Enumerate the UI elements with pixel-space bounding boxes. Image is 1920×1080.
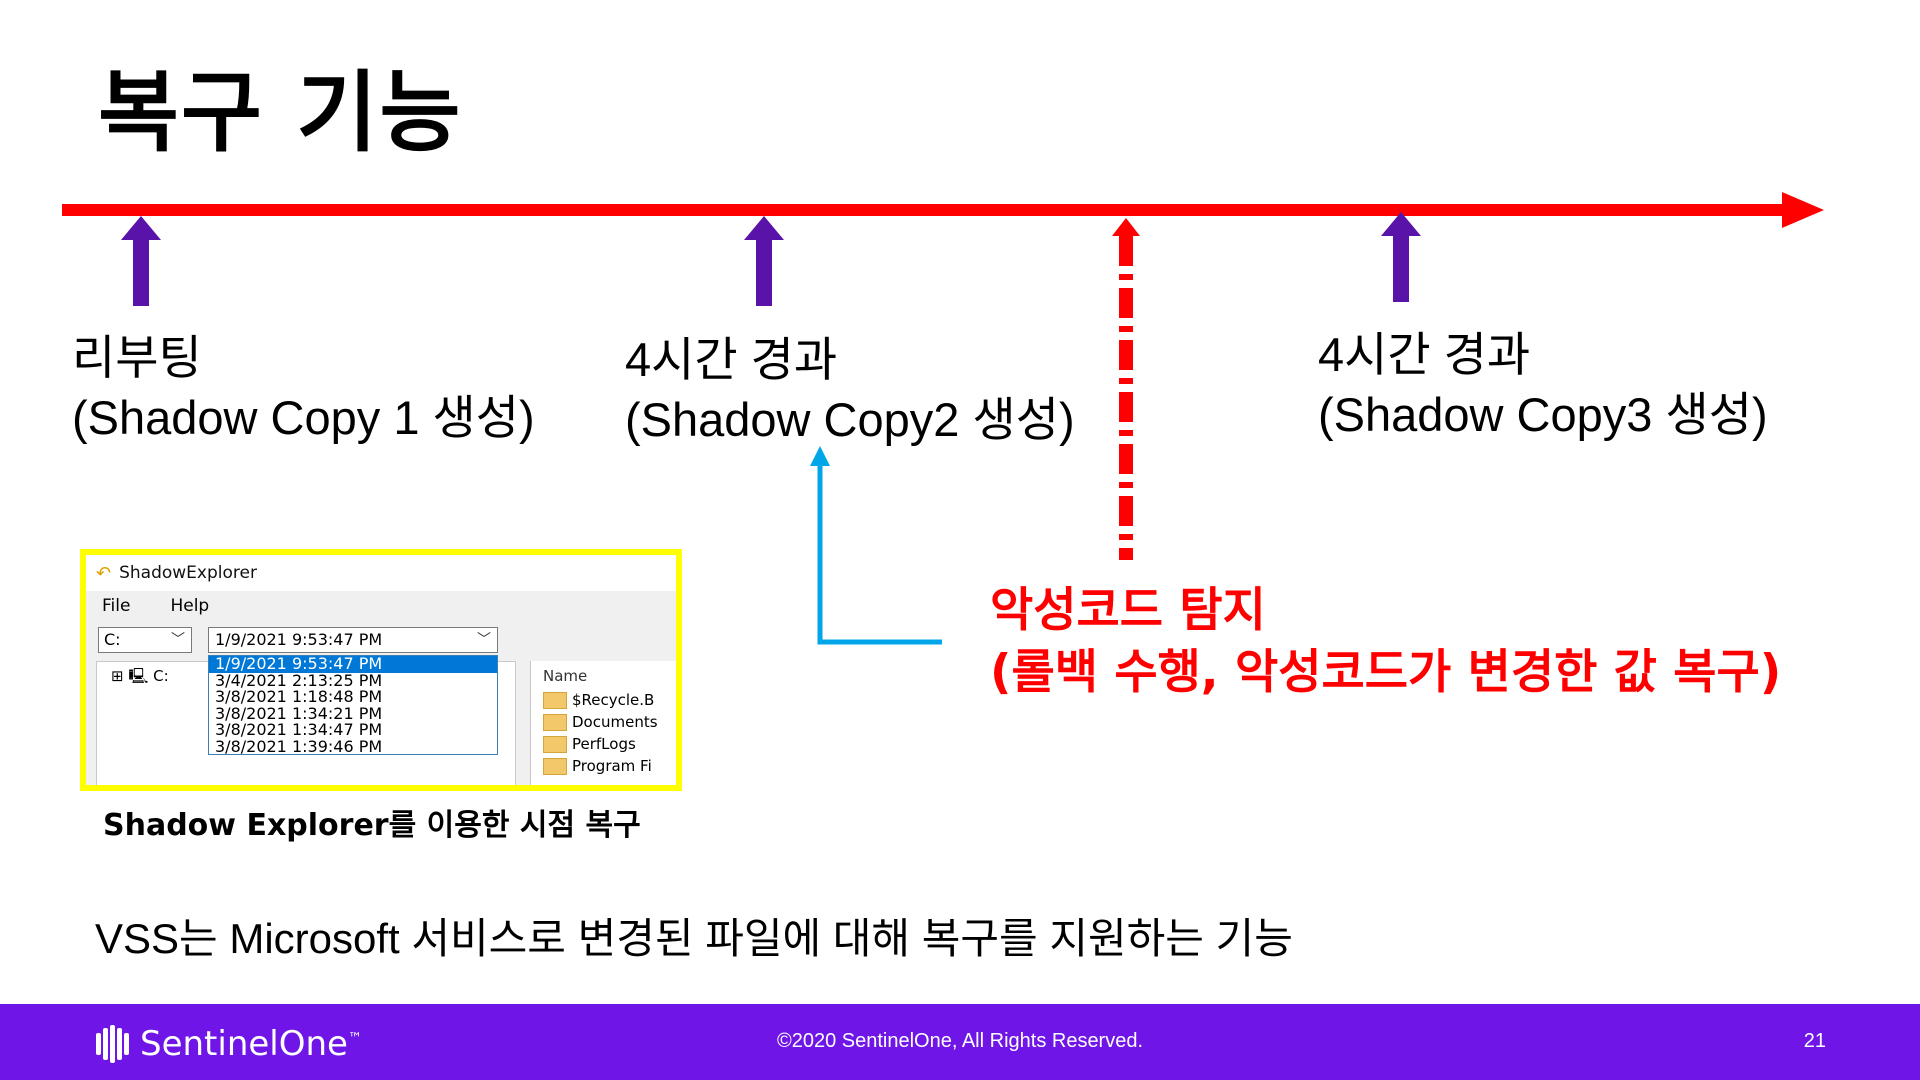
file-row[interactable]: Documents bbox=[543, 711, 676, 733]
snapshot-date-option[interactable]: 3/8/2021 1:34:47 PM bbox=[215, 720, 383, 739]
file-name: Program Fi bbox=[572, 757, 652, 775]
event-title: 4시간 경과 bbox=[625, 333, 838, 386]
event-subtitle: (Shadow Copy3 생성) bbox=[1318, 388, 1768, 441]
chevron-down-icon: ﹀ bbox=[171, 632, 185, 648]
file-name: PerfLogs bbox=[572, 735, 636, 753]
brand-logo: SentinelOne™ bbox=[96, 1024, 362, 1064]
file-list-header-name[interactable]: Name bbox=[543, 667, 588, 685]
snapshot-date-option[interactable]: 3/4/2021 2:13:25 PM bbox=[215, 670, 383, 690]
se-menubar: File Help bbox=[86, 591, 676, 621]
snapshot-date-value: 1/9/2021 9:53:47 PM bbox=[215, 630, 383, 649]
file-row[interactable]: Program Fi bbox=[543, 755, 676, 777]
footer-bar: SentinelOne™ ©2020 SentinelOne, All Righ… bbox=[0, 1004, 1920, 1080]
se-toolbar: C: ﹀ 1/9/2021 9:53:47 PM ﹀ bbox=[86, 621, 676, 661]
event-title: 4시간 경과 bbox=[1318, 328, 1531, 381]
event-label-shadow-copy-2: 4시간 경과 (Shadow Copy2 생성) bbox=[625, 330, 1075, 450]
shadow-explorer-app-icon: ↶ bbox=[96, 562, 112, 584]
sentinelone-logo-icon bbox=[96, 1025, 129, 1063]
shadow-explorer-window: ↶ ShadowExplorer File Help C: ﹀ 1/9/2021… bbox=[80, 549, 682, 791]
chevron-down-icon: ﹀ bbox=[477, 632, 491, 648]
snapshot-date-option[interactable]: 3/8/2021 1:18:48 PM bbox=[215, 687, 383, 706]
file-name: Documents bbox=[572, 713, 658, 731]
event-title: 리부팅 bbox=[72, 331, 202, 384]
folder-icon bbox=[543, 713, 567, 731]
file-row[interactable]: $Recycle.B bbox=[543, 689, 676, 711]
file-row[interactable]: PerfLogs bbox=[543, 733, 676, 755]
tree-node-label: C: bbox=[153, 667, 169, 685]
event-label-reboot: 리부팅 (Shadow Copy 1 생성) bbox=[72, 328, 535, 448]
file-name: $Recycle.B bbox=[572, 691, 655, 709]
snapshot-date-option[interactable]: 3/8/2021 1:39:46 PM bbox=[215, 736, 383, 756]
drive-select[interactable]: C: ﹀ bbox=[98, 627, 192, 653]
folder-icon bbox=[543, 735, 567, 753]
file-list: Name $Recycle.B Documents PerfLogs Progr… bbox=[530, 661, 676, 785]
shadow-explorer-caption: Shadow Explorer를 이용한 시점 복구 bbox=[103, 808, 641, 843]
se-body: ⊞ 🖳 C: 1/9/2021 9:53:47 PM 3/4/2021 2:13… bbox=[86, 655, 676, 785]
se-window-title: ShadowExplorer bbox=[119, 563, 257, 583]
folder-icon bbox=[543, 757, 567, 775]
drive-value: C: bbox=[104, 630, 121, 649]
tree-node-drive[interactable]: ⊞ 🖳 C: bbox=[111, 666, 169, 691]
snapshot-date-option[interactable]: 3/8/2021 1:34:21 PM bbox=[215, 703, 383, 723]
event-subtitle: (Shadow Copy2 생성) bbox=[625, 393, 1075, 446]
menu-file[interactable]: File bbox=[102, 596, 131, 616]
marker-shadow-copy-2 bbox=[744, 216, 784, 306]
menu-help[interactable]: Help bbox=[170, 596, 210, 616]
snapshot-date-select[interactable]: 1/9/2021 9:53:47 PM ﹀ bbox=[208, 627, 498, 653]
marker-malware-detection bbox=[1112, 218, 1140, 560]
copyright-text: ©2020 SentinelOne, All Rights Reserved. bbox=[776, 1030, 1144, 1052]
slide-title: 복구 기능 bbox=[98, 61, 463, 164]
timeline-arrowhead bbox=[1782, 192, 1824, 228]
computer-icon: 🖳 bbox=[128, 667, 149, 685]
event-label-shadow-copy-3: 4시간 경과 (Shadow Copy3 생성) bbox=[1318, 325, 1768, 445]
page-number: 21 bbox=[1803, 1030, 1826, 1052]
snapshot-date-option[interactable]: 1/9/2021 9:53:47 PM bbox=[209, 655, 497, 673]
vss-description: VSS는 Microsoft 서비스로 변경된 파일에 대해 복구를 지원하는 … bbox=[95, 915, 1293, 962]
detection-subtitle: (롤백 수행, 악성코드가 변경한 값 복구) bbox=[990, 645, 1782, 700]
marker-reboot bbox=[121, 216, 161, 306]
event-subtitle: (Shadow Copy 1 생성) bbox=[72, 391, 535, 444]
se-titlebar: ↶ ShadowExplorer bbox=[86, 555, 676, 591]
rollback-connector-arrow bbox=[810, 446, 942, 645]
expand-plus-icon[interactable]: ⊞ bbox=[111, 667, 124, 685]
folder-icon bbox=[543, 691, 567, 709]
detection-label: 악성코드 탐지 (롤백 수행, 악성코드가 변경한 값 복구) bbox=[990, 580, 1781, 704]
marker-shadow-copy-3 bbox=[1381, 212, 1421, 302]
snapshot-date-dropdown-list: 1/9/2021 9:53:47 PM 3/4/2021 2:13:25 PM … bbox=[208, 655, 498, 755]
brand-name: SentinelOne™ bbox=[140, 1024, 362, 1064]
detection-title: 악성코드 탐지 bbox=[990, 583, 1266, 638]
